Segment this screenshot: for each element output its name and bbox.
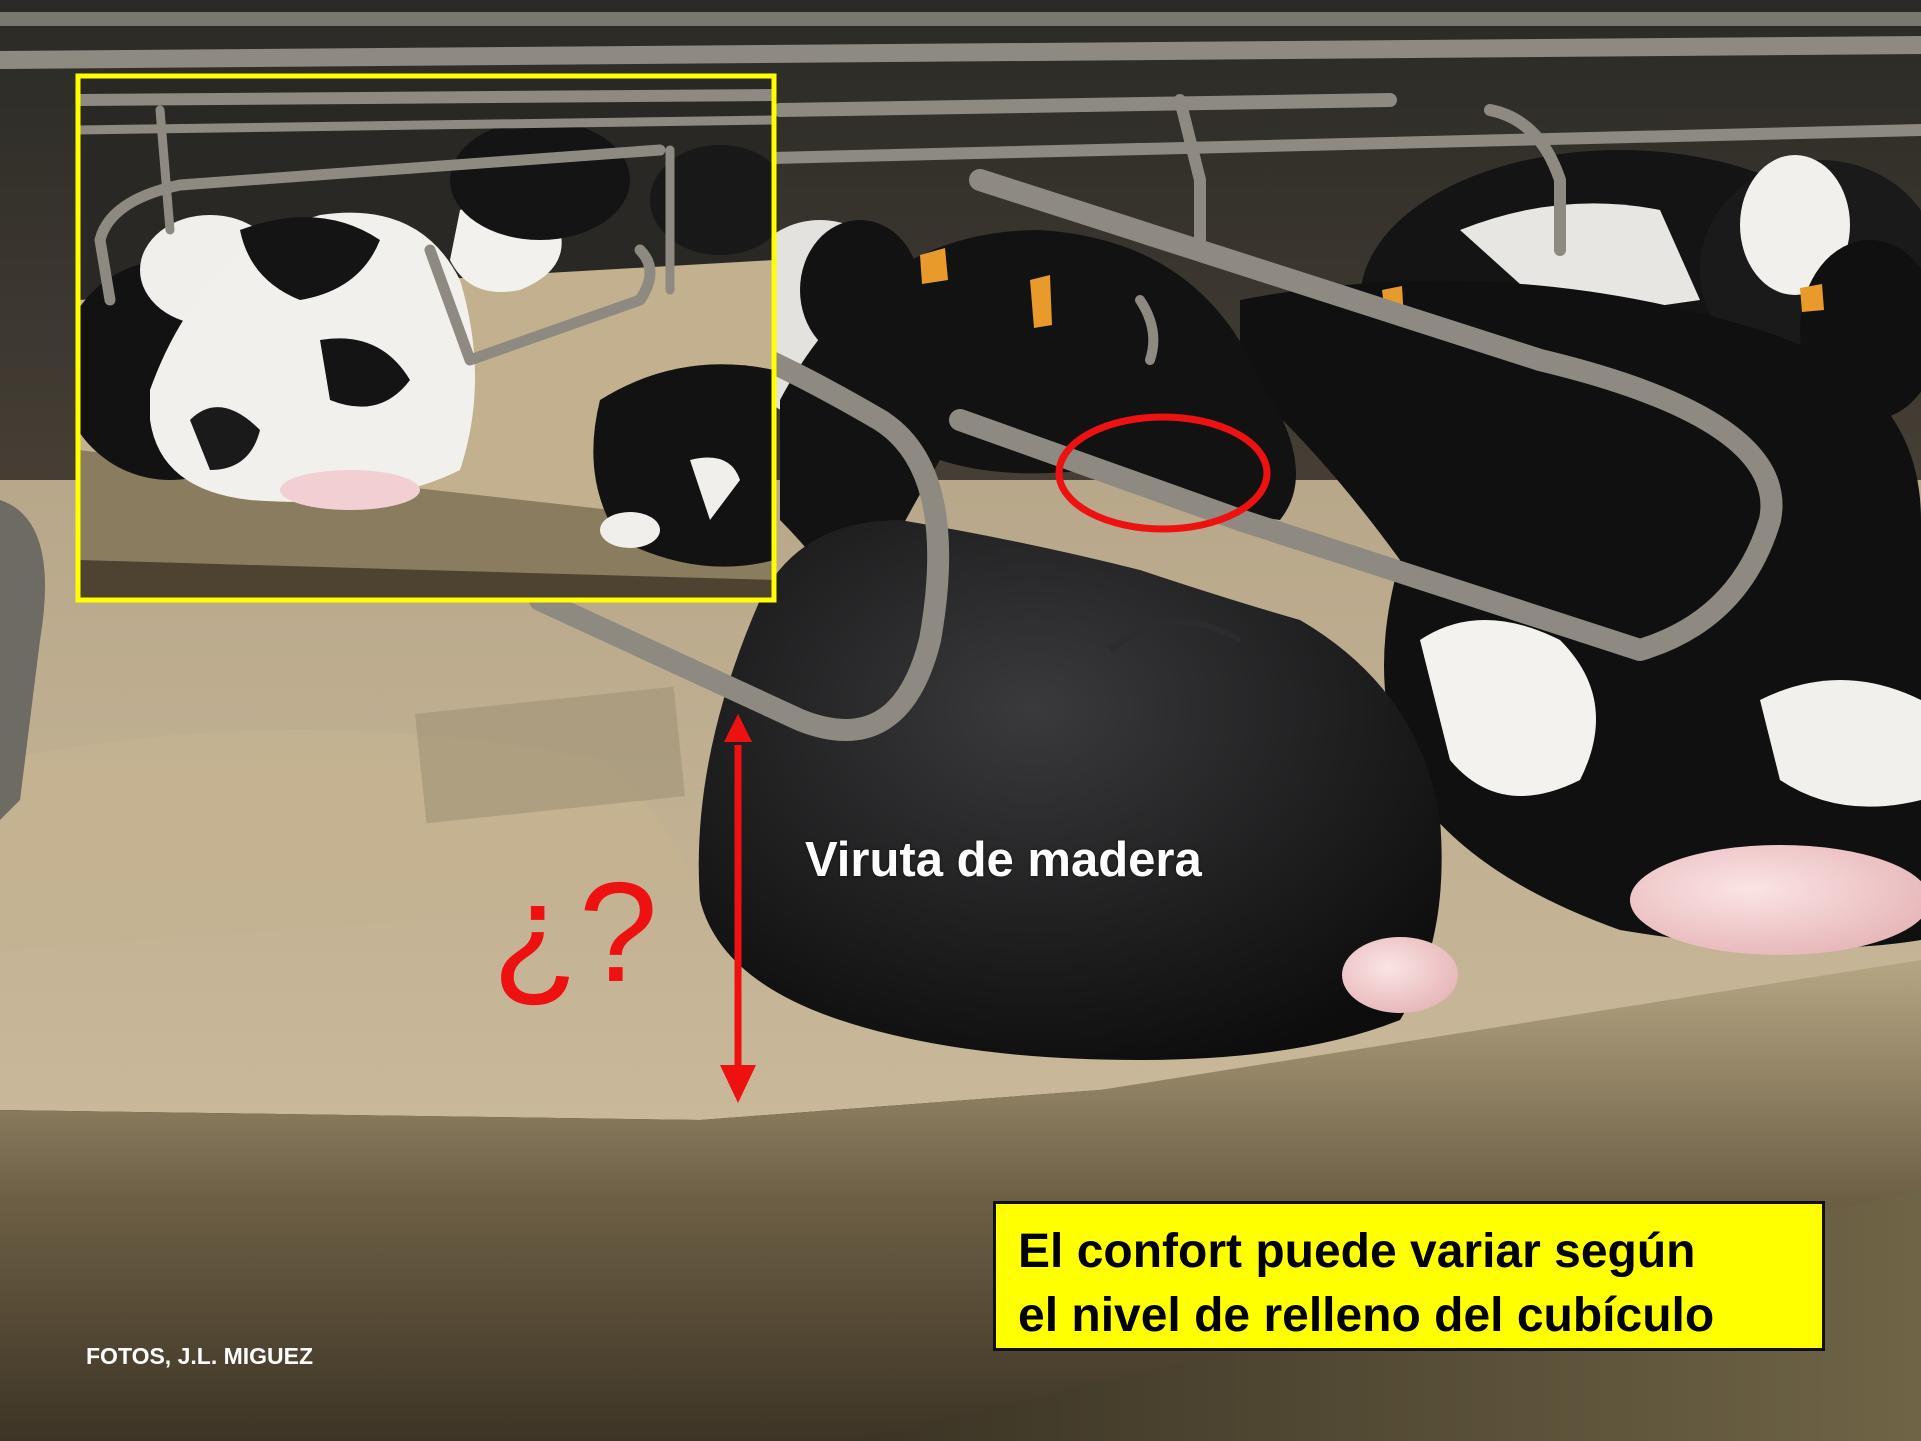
question-mark: ¿?: [492, 853, 658, 1012]
ear-tag: [920, 248, 948, 284]
main-cow: [698, 230, 1458, 1060]
caption-line-2: el nivel de relleno del cubículo: [1018, 1289, 1715, 1342]
caption-box: El confort puede variar según el nivel d…: [993, 1201, 1825, 1351]
barn-rail-top: [0, 12, 1921, 26]
sawdust-block: [414, 686, 686, 824]
highlight-ellipse: [1055, 413, 1271, 533]
inset-photo-border: [75, 73, 777, 603]
material-label: Viruta de madera: [805, 833, 1202, 887]
ear-tag: [1800, 284, 1824, 312]
caption-line-1: El confort puede variar según: [1018, 1225, 1696, 1278]
depth-arrow: [720, 714, 756, 1103]
stall-post: [0, 500, 45, 820]
stall-dividers: [0, 36, 1921, 741]
ear-tag: [1030, 275, 1052, 328]
photo-credit: FOTOS, J.L. MIGUEZ: [86, 1343, 314, 1369]
inset-photo: [78, 76, 774, 600]
